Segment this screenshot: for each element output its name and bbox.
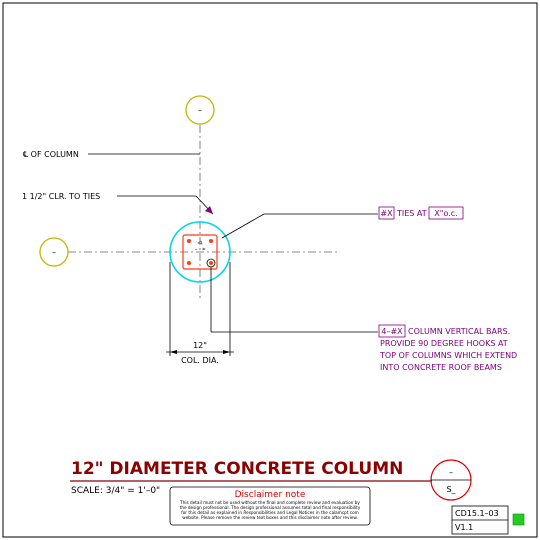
disclaimer-line-4: website. Please remove the review text b… xyxy=(182,515,357,520)
grid-bubble-left: – xyxy=(39,237,69,267)
clearance-note: 1 1/2" CLR. TO TIES xyxy=(22,192,100,201)
ties-bar-tag: #X xyxy=(380,209,393,218)
ties-bar-box xyxy=(378,206,395,220)
ties-spacing: X"o.c. xyxy=(434,209,457,218)
section-marker-bottom: S_ xyxy=(446,485,456,494)
vertical-bars-leader xyxy=(210,267,378,333)
detail-scale: SCALE: 3/4" = 1'–0" xyxy=(71,486,160,496)
disclaimer-box xyxy=(169,486,371,526)
vertical-bars-note-4: INTO CONCRETE ROOF BEAMS xyxy=(380,363,502,372)
section-marker: – S_ xyxy=(430,459,472,501)
disclaimer-line-1: This detail must not be used without the… xyxy=(179,500,360,505)
detail-title: 12" DIAMETER CONCRETE COLUMN xyxy=(71,459,403,479)
vertical-bar-4 xyxy=(209,261,213,265)
vertical-bars-tag-box xyxy=(378,324,406,338)
grid-bubble-top-label: – xyxy=(198,106,202,115)
disclaimer-line-2: the design professional. The design prof… xyxy=(180,505,361,510)
dimension-arrow-right xyxy=(223,350,230,354)
disclaimer-heading: Disclaimer note xyxy=(235,490,306,500)
clearance-arrow xyxy=(205,206,213,214)
vertical-bars-note-3: TOP OF COLUMNS WHICH EXTEND xyxy=(379,351,517,360)
detail-version: V1.1 xyxy=(455,523,473,532)
ties-note: TIES AT xyxy=(396,209,427,218)
clearance-leader xyxy=(117,195,214,215)
detail-number: CD15.1–03 xyxy=(455,509,499,518)
section-marker-top: – xyxy=(449,468,453,477)
vertical-bar-2 xyxy=(209,239,213,243)
grid-bubble-left-label: – xyxy=(52,248,56,257)
vertical-bars-note-2: PROVIDE 90 DEGREE HOOKS AT xyxy=(380,339,508,348)
column-ties xyxy=(182,234,218,270)
dimension-arrow-left xyxy=(170,350,177,354)
aggregate-hatch xyxy=(194,240,206,251)
ties-leader xyxy=(221,213,378,239)
centerline-note: ℄ OF COLUMN xyxy=(23,150,79,159)
detail-number-block: CD15.1–03 V1.1 xyxy=(451,505,509,535)
diameter-dimension xyxy=(166,262,234,356)
column-outline xyxy=(169,221,231,283)
status-indicator xyxy=(512,513,525,526)
dimension-value: 12" xyxy=(193,341,207,350)
vertical-bar-1 xyxy=(187,239,191,243)
vertical-bars-note-1: COLUMN VERTICAL BARS. xyxy=(408,327,510,336)
ties-spacing-box xyxy=(428,206,464,220)
disclaimer-line-3: for this detail as explained in Responsi… xyxy=(181,510,358,515)
vertical-bar-3 xyxy=(187,261,191,265)
dimension-label: COL. DIA. xyxy=(181,356,219,365)
grid-bubble-top: – xyxy=(185,95,215,125)
vertical-bars-tag: 4–#X xyxy=(381,327,403,336)
